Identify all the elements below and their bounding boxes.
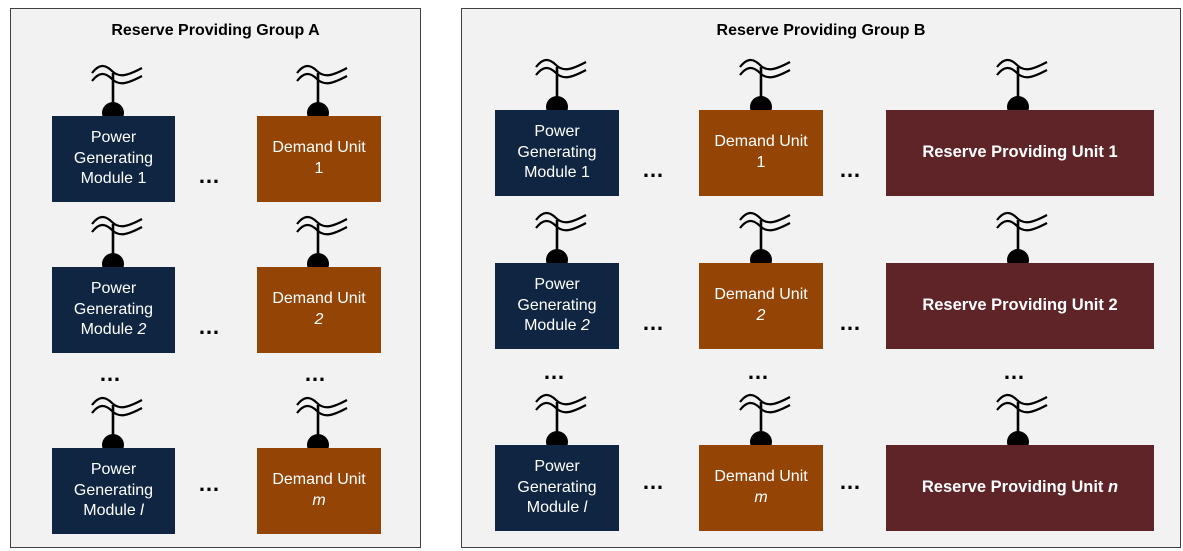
ellipsis-between-units: … [642, 157, 665, 182]
group-a-title: Reserve Providing Group A [111, 22, 320, 39]
power-generating-module-2: Power Generating Module 2 [495, 263, 619, 349]
demand-unit-1: Demand Unit 1 [699, 110, 823, 196]
demand-unit-2: Demand Unit 2 [257, 267, 381, 353]
ellipsis-between-units: … [839, 310, 862, 335]
ellipsis-between-units: … [198, 163, 221, 188]
reserve-providing-group-b: Reserve Providing Group B Power Generati… [461, 8, 1181, 548]
power-generating-module-l: Power Generating Module l [52, 448, 175, 534]
ellipsis-between-units: … [198, 471, 221, 496]
demand-unit-m: Demand Unit m [699, 445, 823, 531]
demand-unit-1: Demand Unit 1 [257, 116, 381, 202]
ellipsis-between-units: … [839, 469, 862, 494]
power-generating-module-l: Power Generating Module l [495, 445, 619, 531]
ellipsis-between-units: … [642, 310, 665, 335]
power-generating-module-1: Power Generating Module 1 [52, 116, 175, 202]
ellipsis-more-demand-units: … [747, 359, 770, 384]
reserve-providing-unit-2: Reserve Providing Unit 2 [886, 263, 1154, 349]
reserve-providing-group-a: Reserve Providing Group A Power Generati… [10, 8, 421, 548]
ellipsis-more-demand-units: … [304, 361, 327, 386]
reserve-providing-unit-n: Reserve Providing Unit n [886, 445, 1154, 531]
ellipsis-more-modules: … [543, 359, 566, 384]
power-generating-module-2: Power Generating Module 2 [52, 267, 175, 353]
group-b-title: Reserve Providing Group B [716, 22, 926, 39]
demand-unit-2: Demand Unit 2 [699, 263, 823, 349]
ellipsis-more-reserve-units: … [1003, 359, 1026, 384]
ellipsis-between-units: … [642, 469, 665, 494]
demand-unit-m: Demand Unit m [257, 448, 381, 534]
ellipsis-between-units: … [839, 157, 862, 182]
ellipsis-more-modules: … [99, 361, 122, 386]
reserve-providing-unit-1: Reserve Providing Unit 1 [886, 110, 1154, 196]
ellipsis-between-units: … [198, 314, 221, 339]
power-generating-module-1: Power Generating Module 1 [495, 110, 619, 196]
